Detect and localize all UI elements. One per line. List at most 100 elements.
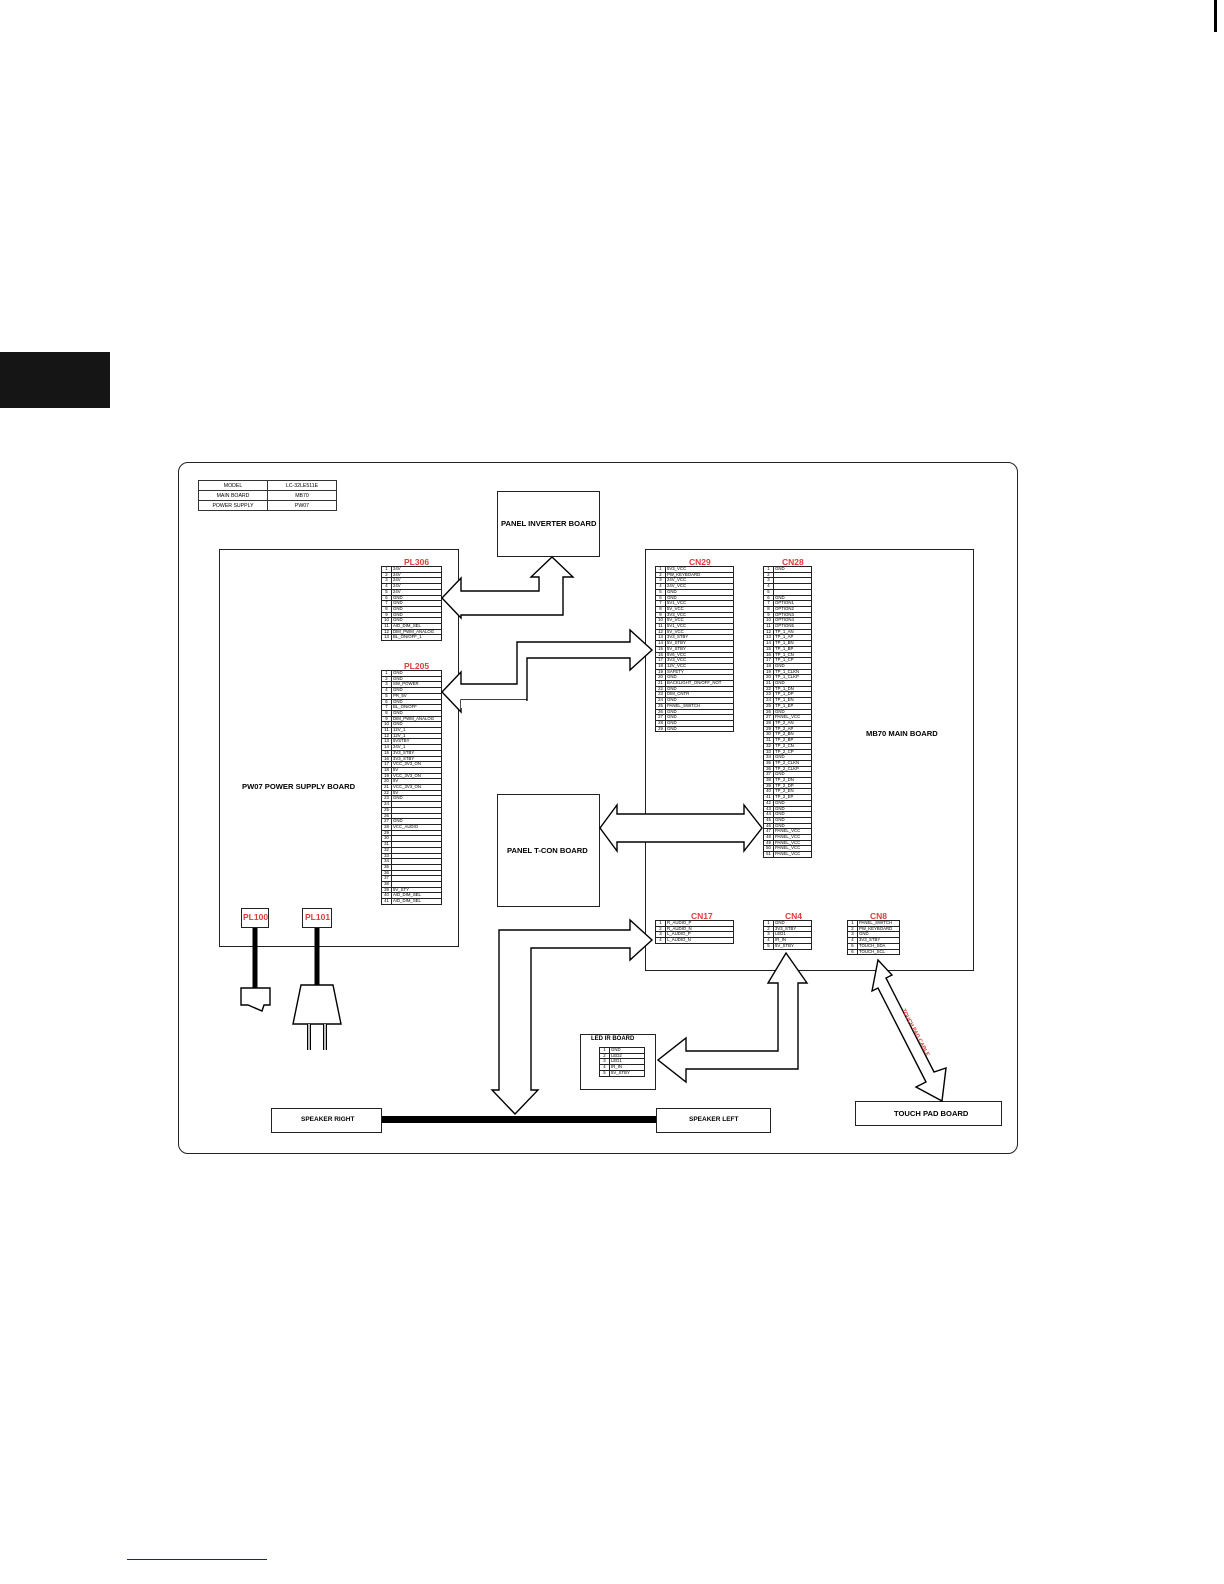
pin-signal	[391, 852, 442, 860]
pin-signal: 5V_VCC	[665, 628, 734, 636]
pin-signal: GND	[773, 811, 812, 818]
pin-signal: 5V_STBY	[665, 640, 734, 647]
pin-signal: TP_1_BP	[773, 645, 812, 653]
speaker-right	[271, 1108, 382, 1133]
pin-signal: TP_2_AP	[773, 725, 812, 733]
pin-signal: R_AUDIO_P	[665, 920, 734, 927]
pin-signal: GND	[773, 566, 812, 573]
pin-signal	[391, 846, 442, 854]
arrow-cn8-touchpad	[871, 958, 947, 1103]
arrow-cn4-ledir	[656, 951, 809, 1084]
pin-row: 33	[381, 852, 442, 860]
cn29-label: CN29	[689, 557, 711, 567]
pin-signal: TP_1_BN	[773, 640, 812, 647]
pin-signal: TP_1_CP	[773, 657, 812, 664]
pin-signal: GND	[773, 594, 812, 602]
pin-signal: 5V_STBY	[773, 942, 812, 950]
pin-row: 30	[381, 835, 442, 843]
pl306-label: PL306	[404, 557, 430, 567]
pin-signal: GND	[665, 594, 734, 602]
pin-row: 36	[381, 869, 442, 877]
pin-row: 5	[763, 588, 812, 596]
pin-signal: GND	[773, 662, 812, 670]
pin-signal: 12V_1	[391, 727, 442, 734]
pin-signal: GND	[665, 685, 734, 693]
pin-row: 25	[381, 806, 442, 814]
pin-signal: TP_1_CLKP	[773, 674, 812, 682]
pin-signal: DIM_CNTR	[665, 691, 734, 699]
pin-signal	[391, 829, 442, 837]
pin-signal: VCC_3V3_ON	[391, 784, 442, 791]
panel-inverter-label: PANEL INVERTER BOARD	[501, 519, 597, 528]
pin-signal	[391, 863, 442, 871]
pin-signal: 5V	[391, 778, 442, 786]
pin-signal: GND	[665, 725, 734, 733]
pin-row: 26	[381, 812, 442, 820]
main-board-label: MB70 MAIN BOARD	[866, 729, 938, 738]
pin-signal: GND	[665, 697, 734, 704]
pin-signal: TP_2_BN	[773, 731, 812, 739]
pin-signal: TP_2_CN	[773, 742, 812, 750]
pin-signal: VCC_3V3_ON	[391, 772, 442, 780]
cn4-label: CN4	[785, 911, 803, 921]
pin-signal: 3V3_VCC	[665, 657, 734, 664]
pin-signal: 3V3_STBY	[665, 634, 734, 642]
pin-signal: L_AUDIO_N	[665, 937, 734, 944]
pin-signal: GND	[773, 799, 812, 807]
pin-signal: SW_POWER	[391, 681, 442, 689]
pin-signal: GND	[665, 720, 734, 727]
pin-signal: PANEL_VCC	[773, 845, 812, 853]
pin-signal: 5V_STBY	[609, 1069, 645, 1077]
pin-signal: TP_1_CLKN	[773, 668, 812, 676]
pin-signal: R_AUDIO_N	[665, 925, 734, 933]
pin-signal: OPTION2	[773, 605, 812, 613]
speaker-cable	[382, 1116, 656, 1123]
pin-signal: BACKLIGHT_ON/OFF_NOT	[665, 680, 734, 687]
pin-signal: 5V_VCC	[665, 605, 734, 613]
pin-signal: TP_1_EN	[773, 697, 812, 704]
